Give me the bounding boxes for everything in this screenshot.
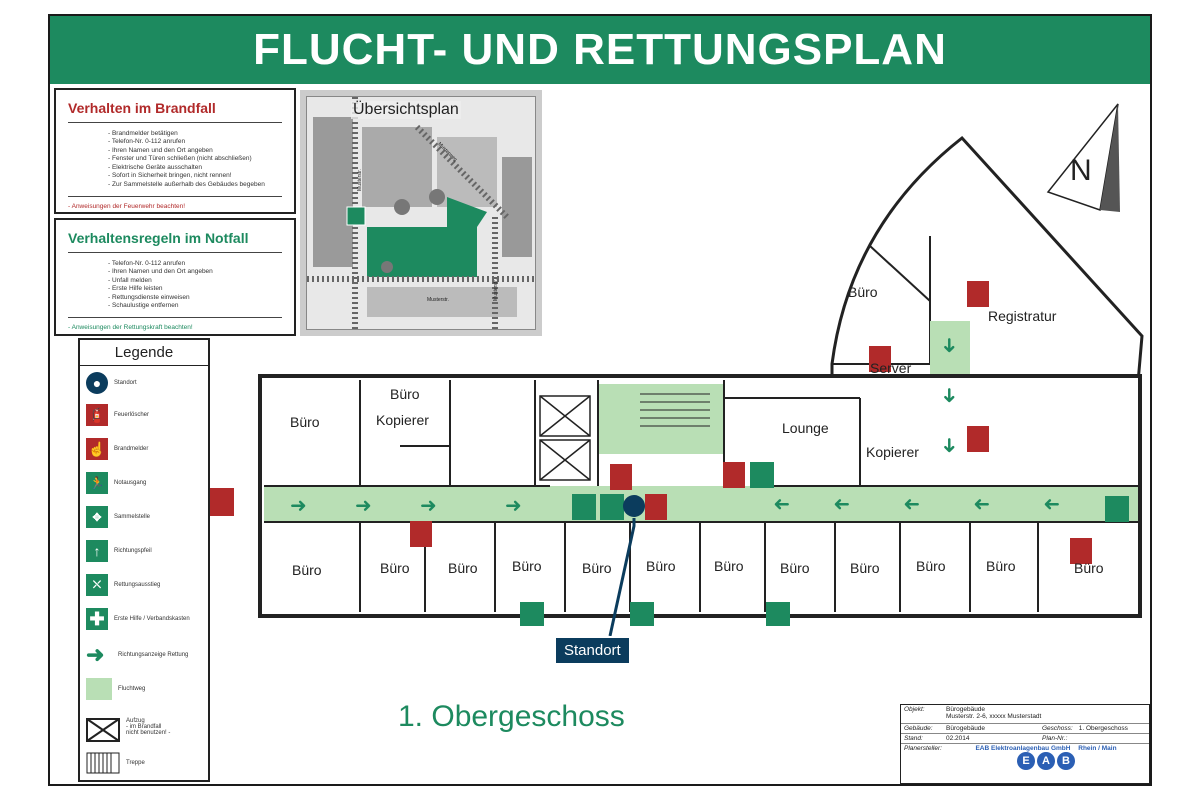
list-item: - Rettungsdienste einweisen <box>108 293 190 301</box>
list-item: - Telefon-Nr. 0-112 anrufen <box>108 259 186 267</box>
room-label: Lounge <box>782 420 829 436</box>
svg-text:➜: ➜ <box>505 493 522 517</box>
rescue-exit-icon: ⛌ <box>86 574 108 596</box>
room-label: Büro <box>292 562 322 578</box>
emergency-instructions-note: - Anweisungen der Rettungskraft beachten… <box>68 324 193 331</box>
list-item: - Brandmelder betätigen <box>108 129 178 137</box>
stairs-icon <box>86 752 120 774</box>
first-aid-icon: ✚ <box>86 608 108 630</box>
room-label: Büro <box>916 558 946 574</box>
legend-item: 🏃 Notausgang <box>86 472 194 494</box>
svg-text:➜: ➜ <box>355 493 372 517</box>
list-item: - Elektrische Geräte ausschalten <box>108 163 202 171</box>
legend-item: Treppe <box>86 752 206 774</box>
room-label: Büro <box>848 284 878 300</box>
svg-text:➜: ➜ <box>290 493 307 517</box>
fire-extinguisher-icon: 🧯 <box>86 404 108 426</box>
fire-instructions-heading: Verhalten im Brandfall <box>68 100 216 116</box>
assembly-point-icon: ✥ <box>86 506 108 528</box>
north-arrow-icon <box>1046 103 1120 212</box>
room-label: Büro <box>448 560 478 576</box>
legend-item: ↑ Richtungspfeil <box>86 540 194 562</box>
escape-plan-sheet: FLUCHT- UND RETTUNGSPLAN Verhalten im Br… <box>48 14 1152 786</box>
legend-item: ✚ Erste Hilfe / Verbandskasten <box>86 608 194 630</box>
list-item: - Sofort in Sicherheit bringen, nicht re… <box>108 172 232 179</box>
floor-plan: ➜ ➜ ➜ ➜ ➜ ➜ ➜ ➜ ➜ ➜ ➜ ➜ <box>210 135 1144 636</box>
fire-instructions-box: Verhalten im Brandfall - Brandmelder bet… <box>54 88 296 214</box>
room-label: Büro <box>714 558 744 574</box>
legend-item: Fluchtweg <box>86 678 198 700</box>
standort-icon: ● <box>86 372 108 394</box>
svg-text:➜: ➜ <box>903 493 920 517</box>
legend-item: 🧯 Feuerlöscher <box>86 404 194 426</box>
list-item: - Schaulustige entfernen <box>108 302 179 309</box>
room-label: Büro <box>986 558 1016 574</box>
fire-instructions-note: - Anweisungen der Feuerwehr beachten! <box>68 202 186 210</box>
legend-item: ➜ Richtungsanzeige Rettung <box>86 642 189 667</box>
plan-title: FLUCHT- UND RETTUNGSPLAN <box>50 16 1150 84</box>
svg-text:➜: ➜ <box>973 493 990 517</box>
legend-box: Legende ● Standort 🧯 Feuerlöscher ☝ Bran… <box>78 338 210 782</box>
standort-label: Standort <box>556 638 629 663</box>
list-item: - Telefon-Nr. 0-112 anrufen <box>108 138 186 145</box>
svg-text:➜: ➜ <box>833 493 850 517</box>
legend-title: Legende <box>80 340 208 366</box>
arrow-right-icon: ➜ <box>86 642 105 667</box>
legend-item: Aufzug - im Brandfall nicht benutzen! - <box>86 718 206 742</box>
svg-text:➜: ➜ <box>420 493 437 517</box>
room-label: Büro <box>582 560 612 576</box>
svg-text:➜: ➜ <box>938 387 962 404</box>
fire-alarm-icon: ☝ <box>86 438 108 460</box>
room-label: Kopierer <box>376 412 429 428</box>
svg-text:➜: ➜ <box>1043 493 1060 517</box>
list-item: - Unfall melden <box>108 276 152 284</box>
legend-item: ● Standort <box>86 372 194 394</box>
room-label: Server <box>870 360 912 376</box>
legend-item: ☝ Brandmelder <box>86 438 194 460</box>
overview-map-title: Übersichtsplan <box>351 101 461 119</box>
list-item: - Erste Hilfe leisten <box>108 285 163 292</box>
emergency-instructions-heading: Verhaltensregeln im Notfall <box>68 230 249 246</box>
floor-label: 1. Obergeschoss <box>398 700 625 733</box>
street-label: Musterstr. <box>427 297 449 303</box>
room-label: Büro <box>380 560 410 576</box>
legend-item: ⛌ Rettungsausstieg <box>86 574 194 596</box>
emergency-instructions-list: - Telefon-Nr. 0-112 anrufen - Ihren Name… <box>68 260 282 311</box>
emergency-exit-icon: 🏃 <box>86 472 108 494</box>
room-label: Büro <box>290 414 320 430</box>
room-label: Registratur <box>988 308 1057 324</box>
room-label: Büro <box>850 560 880 576</box>
emergency-instructions-box: Verhaltensregeln im Notfall - Telefon-Nr… <box>54 218 296 336</box>
room-label: Büro <box>780 560 810 576</box>
svg-text:➜: ➜ <box>938 337 962 354</box>
legend-item: ✥ Sammelstelle <box>86 506 194 528</box>
north-label: N <box>1070 154 1092 187</box>
overview-map: Übersichtsplan Musterstr. Musterweg Must… <box>300 90 542 336</box>
room-label: Büro <box>390 386 420 402</box>
north-arrow: N <box>1040 102 1130 212</box>
room-label: Büro <box>1074 560 1104 576</box>
room-label: Büro <box>512 558 542 574</box>
arrow-up-icon: ↑ <box>86 540 108 562</box>
room-label: Kopierer <box>866 444 919 460</box>
fire-instructions-list: - Brandmelder betätigen - Telefon-Nr. 0-… <box>68 130 282 190</box>
list-item: - Ihren Namen und den Ort angeben <box>108 146 213 154</box>
list-item: - Fenster und Türen schließen (nicht abs… <box>108 155 252 162</box>
escape-route-swatch <box>86 678 112 700</box>
list-item: - Zur Sammelstelle außerhalb des Gebäude… <box>108 180 265 188</box>
svg-text:➜: ➜ <box>938 437 962 454</box>
list-item: - Ihren Namen und den Ort angeben <box>108 268 213 275</box>
room-label: Büro <box>646 558 676 574</box>
elevator-icon <box>86 718 120 742</box>
svg-text:➜: ➜ <box>773 493 790 517</box>
overview-map-drawing <box>307 97 535 329</box>
